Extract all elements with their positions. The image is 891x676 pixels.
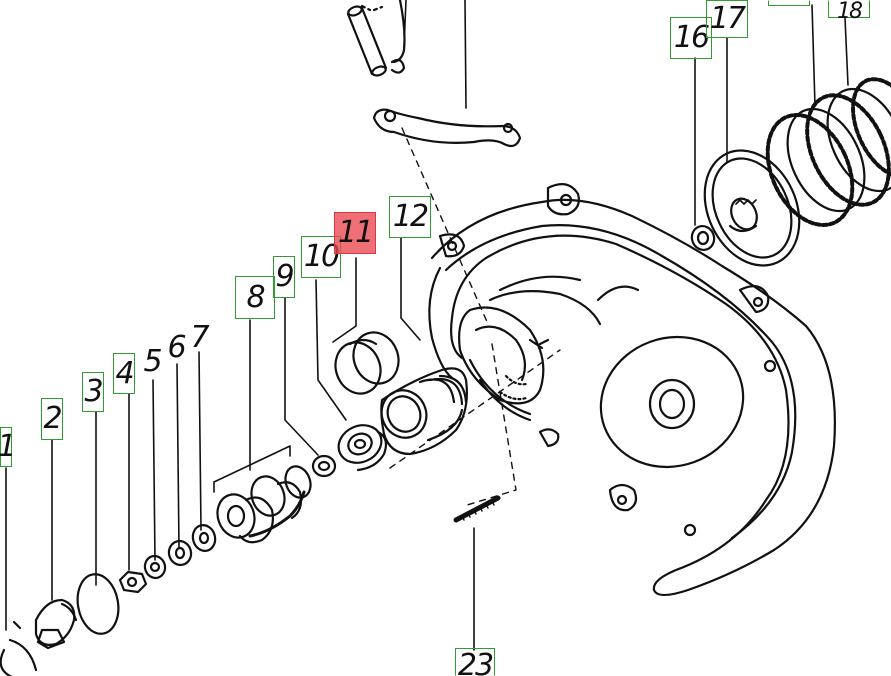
shim-part	[690, 225, 716, 251]
washer-part-9	[311, 454, 337, 478]
clutch-plates-part	[765, 77, 891, 227]
washer-stack	[118, 524, 217, 594]
circlip-part	[0, 620, 38, 676]
callout-8[interactable]: 8	[235, 276, 275, 319]
callout-4[interactable]: 4	[113, 353, 135, 394]
lever-part	[372, 108, 522, 148]
clutch-stack-part	[216, 465, 312, 544]
callout-empty[interactable]	[768, 0, 810, 6]
callout-12[interactable]: 12	[389, 196, 431, 238]
bearing-part	[337, 424, 388, 472]
callout-23[interactable]: 23	[455, 648, 495, 676]
nut-part	[34, 598, 78, 650]
callout-3[interactable]: 3	[82, 372, 104, 412]
o-ring-part	[76, 573, 120, 635]
callout-11[interactable]: 11	[334, 212, 376, 254]
callout-18[interactable]: 18	[828, 0, 870, 23]
callout-7[interactable]: 7	[190, 320, 209, 355]
callout-17[interactable]: 17	[706, 0, 748, 38]
crankcase-cover	[428, 183, 836, 597]
clutch-drum-part	[703, 149, 801, 267]
ring-part	[334, 331, 400, 395]
callout-16[interactable]: 16	[670, 17, 712, 59]
callout-1[interactable]: 1	[0, 427, 17, 467]
rod-part	[392, 0, 406, 64]
alignment-lines	[389, 127, 561, 507]
callout-2[interactable]: 2	[41, 398, 63, 440]
seal-part	[380, 367, 468, 456]
callout-6[interactable]: 6	[167, 330, 186, 365]
callout-9[interactable]: 9	[273, 256, 295, 298]
stud-part	[453, 495, 501, 523]
leader-lines	[5, 0, 849, 651]
pin-part	[346, 4, 406, 77]
callout-5[interactable]: 5	[143, 344, 162, 379]
